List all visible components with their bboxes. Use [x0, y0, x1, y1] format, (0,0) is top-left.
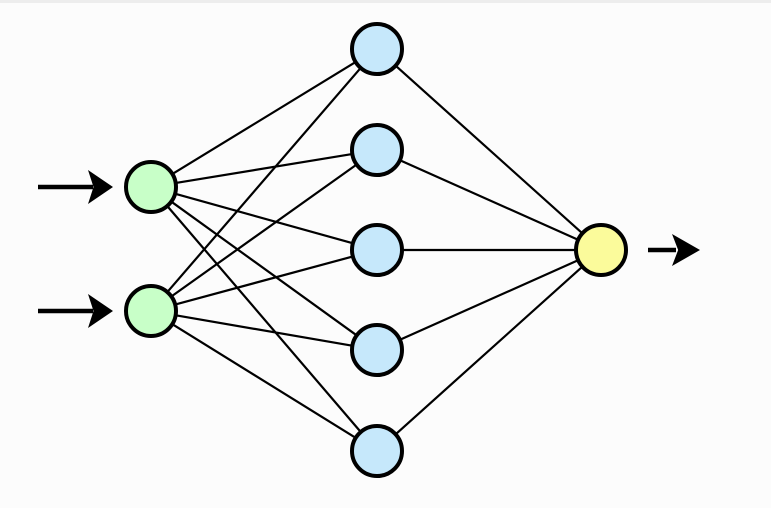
- input-arrow-top-head: [88, 170, 113, 204]
- edge-input-2-to-hidden-5: [169, 322, 359, 440]
- node-circle-hidden-4[interactable]: [350, 323, 404, 377]
- node-hidden-4[interactable]: [350, 323, 404, 377]
- input-arrow-top-icon: [38, 170, 113, 204]
- edge-input-2-to-hidden-4: [172, 313, 356, 348]
- edge-input-1-to-hidden-1: [169, 59, 359, 177]
- edge-hidden-4-to-output-1: [396, 258, 582, 342]
- edge-hidden-5-to-output-1: [393, 264, 585, 437]
- node-circle-input-2[interactable]: [124, 284, 178, 338]
- node-circle-hidden-5[interactable]: [350, 424, 404, 478]
- output-arrow-icon: [648, 234, 700, 266]
- edge-input-1-to-hidden-2: [172, 152, 356, 185]
- node-input-1[interactable]: [124, 160, 178, 214]
- top-edge-strip: [0, 0, 771, 3]
- edges-group: [164, 59, 585, 440]
- node-hidden-1[interactable]: [350, 22, 404, 76]
- edge-input-2-to-hidden-2: [168, 162, 360, 299]
- edge-input-1-to-hidden-3: [172, 192, 356, 245]
- nodes-group: [124, 22, 628, 478]
- node-circle-hidden-1[interactable]: [350, 22, 404, 76]
- edge-input-1-to-hidden-4: [168, 199, 360, 338]
- node-circle-input-1[interactable]: [124, 160, 178, 214]
- node-hidden-3[interactable]: [350, 223, 404, 277]
- node-hidden-2[interactable]: [350, 123, 404, 177]
- output-arrow-head: [672, 234, 700, 266]
- node-circle-output-1[interactable]: [574, 223, 628, 277]
- edge-input-1-to-hidden-5: [164, 203, 364, 435]
- node-circle-hidden-3[interactable]: [350, 223, 404, 277]
- edge-hidden-2-to-output-1: [396, 158, 582, 242]
- node-hidden-5[interactable]: [350, 424, 404, 478]
- edge-input-2-to-hidden-3: [172, 254, 356, 307]
- arrows-group: [38, 170, 700, 328]
- node-circle-hidden-2[interactable]: [350, 123, 404, 177]
- input-arrow-bottom-icon: [38, 294, 113, 328]
- edge-hidden-1-to-output-1: [393, 63, 585, 236]
- edge-input-2-to-hidden-1: [164, 65, 364, 295]
- input-arrow-bottom-head: [88, 294, 113, 328]
- node-output-1[interactable]: [574, 223, 628, 277]
- node-input-2[interactable]: [124, 284, 178, 338]
